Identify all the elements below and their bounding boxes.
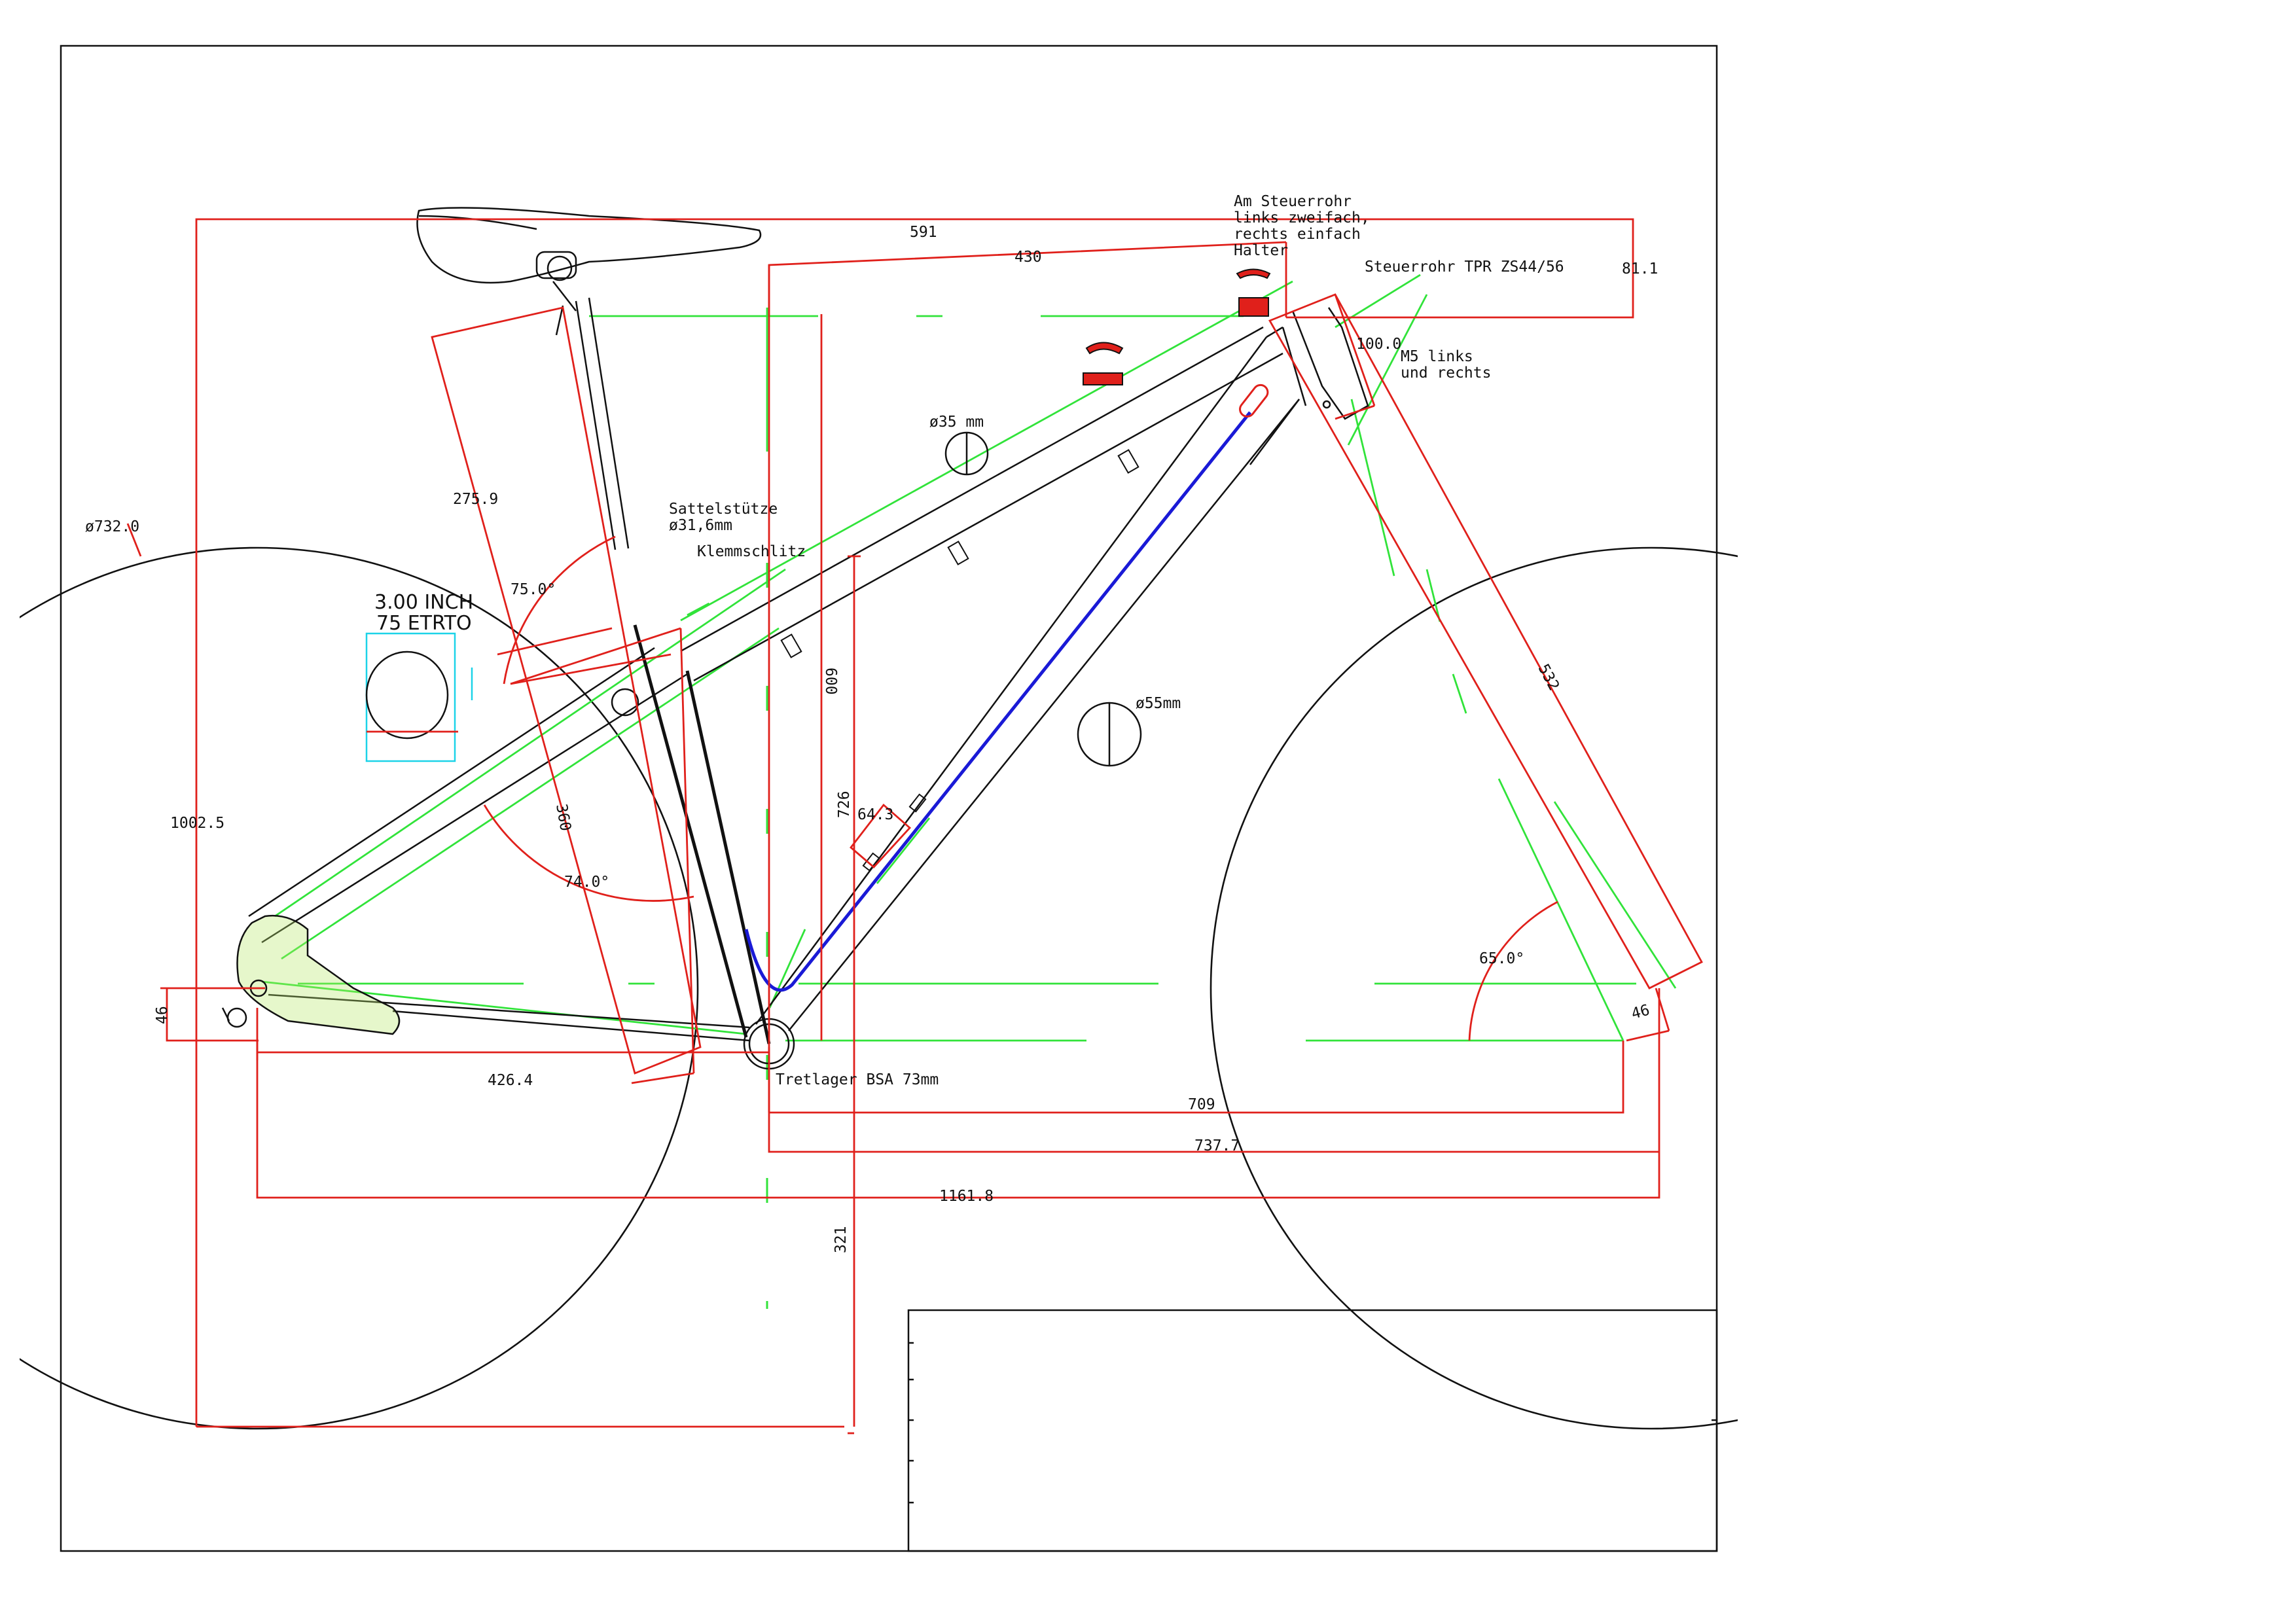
dim-726: 726 (836, 791, 853, 818)
dim-46-left: 46 (154, 1006, 171, 1024)
note-sattelstuetze-1: Sattelstütze (669, 501, 778, 518)
dim-1161: 1161.8 (939, 1188, 994, 1205)
saddle (416, 207, 762, 312)
tire-section-icon (365, 632, 473, 762)
sheet-border (60, 45, 1718, 1552)
rear-dropout (221, 915, 401, 1035)
dimension-lines (126, 218, 1703, 1435)
dim-75deg: 75.0° (511, 581, 556, 598)
note-tretlager: Tretlager BSA 73mm (776, 1071, 939, 1088)
rear-wheel (0, 546, 699, 1430)
bottle-bosses (780, 449, 1139, 872)
notes-text: Am Steuerrohr links zweifach, rechts ein… (374, 193, 1564, 1088)
note-steuerrohr-3: rechts einfach (1234, 226, 1361, 243)
dim-1002: 1002.5 (170, 815, 224, 832)
note-steuerrohr-1: Am Steuerrohr (1234, 193, 1352, 210)
note-steuerrohr-type: Steuerrohr TPR ZS44/56 (1365, 259, 1564, 276)
sheet-margin-left (0, 0, 20, 1623)
dim-64: 64.3 (857, 806, 893, 823)
cable-port (1239, 383, 1269, 418)
dim-426: 426.4 (488, 1072, 533, 1089)
dim-430: 430 (1014, 249, 1042, 266)
dim-709: 709 (1188, 1096, 1215, 1113)
note-m5-1: M5 links (1401, 348, 1473, 365)
dim-81: 81.1 (1622, 260, 1658, 277)
note-tire-etrto: 75 ETRTO (376, 612, 472, 635)
dim-360: 360 (552, 803, 574, 832)
dim-100: 100.0 (1356, 336, 1401, 353)
cable-guide-icons (1083, 268, 1271, 385)
dim-732: ø732.0 (85, 518, 139, 535)
title-block (907, 1309, 1718, 1552)
dim-74deg: 74.0° (564, 874, 609, 891)
dim-737: 737.7 (1194, 1137, 1240, 1154)
note-tire-size: 3.00 INCH (374, 591, 473, 614)
dim-600: 600 (822, 668, 839, 695)
dim-46-right: 46 (1630, 1002, 1651, 1023)
note-sattelstuetze-2: ø31,6mm (669, 517, 732, 534)
note-steuerrohr-4: Halter (1234, 242, 1288, 259)
dim-275: 275.9 (453, 491, 498, 508)
note-tube-55: ø55mm (1136, 695, 1181, 712)
note-steuerrohr-2: links zweifach, (1234, 209, 1370, 226)
sheet-margin-right (1738, 0, 2296, 1623)
note-tube-35: ø35 mm (929, 414, 984, 431)
dim-591: 591 (910, 224, 937, 241)
note-klemmschlitz: Klemmschlitz (697, 543, 806, 560)
centerlines (261, 274, 1677, 1309)
frame-tubes (248, 297, 1369, 1070)
note-m5-2: und rechts (1401, 365, 1491, 382)
dim-65deg: 65.0° (1479, 950, 1524, 967)
dim-321: 321 (833, 1226, 850, 1253)
